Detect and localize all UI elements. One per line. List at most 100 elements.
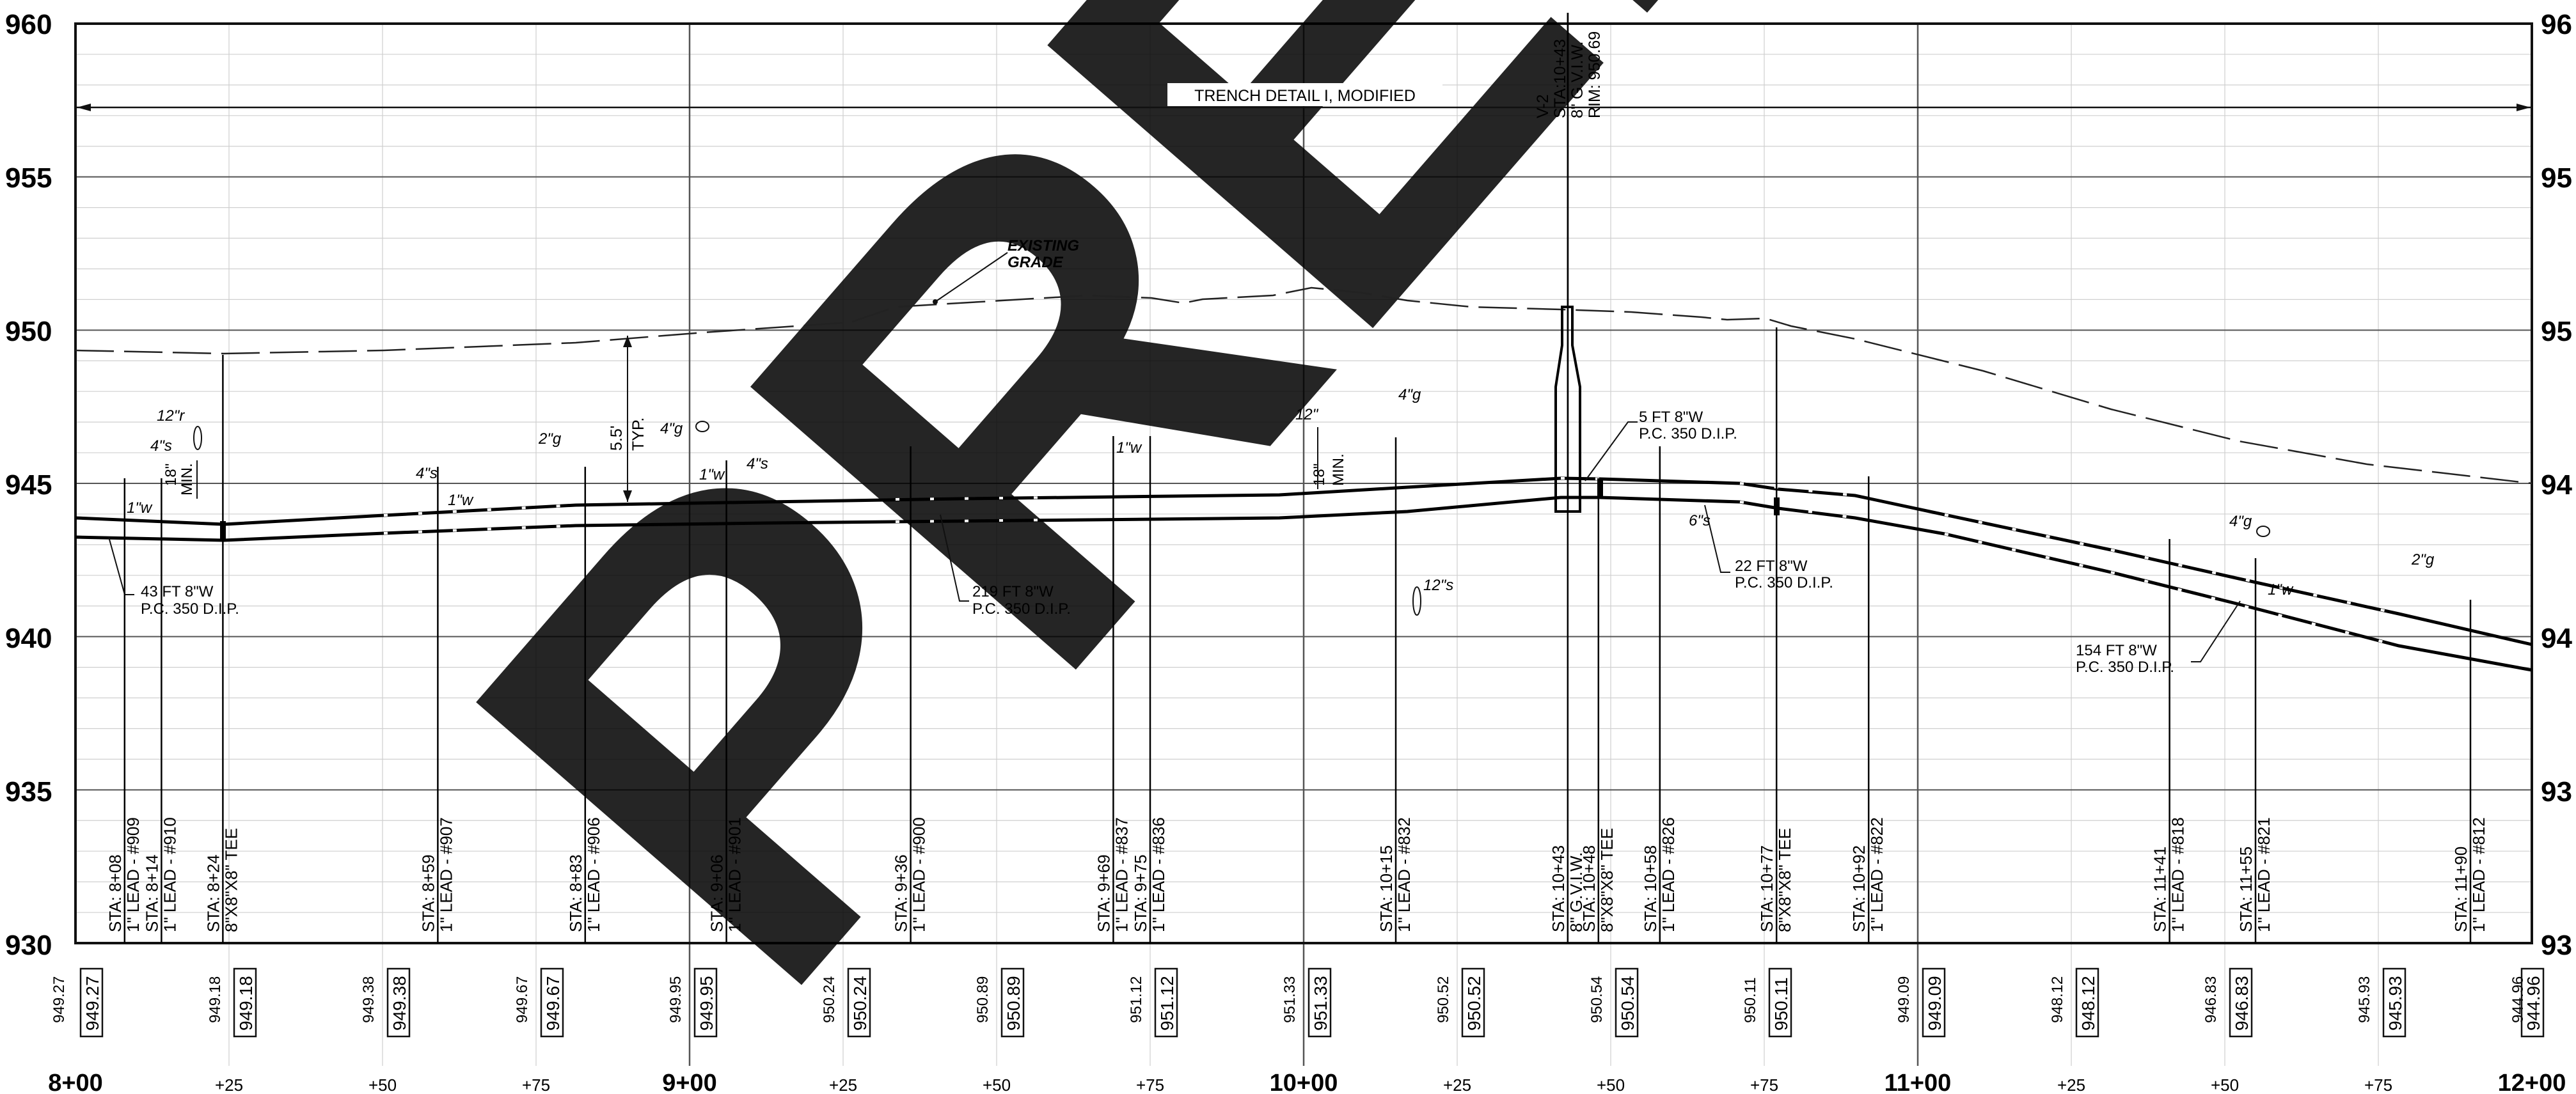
station-label: +50 (983, 1075, 1011, 1094)
proposed-grade-box (2382, 967, 2406, 1038)
existing-grade-value: 948.12 (2049, 976, 2066, 1023)
existing-grade-value: 944.96 (2509, 976, 2527, 1023)
svg-text:4"s: 4"s (150, 437, 172, 455)
service-station-label: STA: 9+69 (1094, 854, 1113, 932)
station-label: +25 (1443, 1075, 1471, 1094)
station-label: +25 (2057, 1075, 2085, 1094)
existing-grade-value: 949.09 (1895, 976, 1913, 1023)
existing-grade-value: 951.33 (1281, 976, 1299, 1023)
proposed-grade-value: 951.12 (1157, 976, 1177, 1031)
proposed-grade-box (1154, 967, 1178, 1038)
svg-text:EXISTING: EXISTING (1007, 237, 1079, 254)
station-label: +50 (1597, 1075, 1625, 1094)
proposed-grade-box (233, 967, 257, 1038)
proposed-grade-box (1461, 967, 1485, 1038)
proposed-grade-box (2520, 967, 2545, 1038)
elev-label: 930 (5, 930, 52, 961)
proposed-grade-value: 950.24 (850, 976, 870, 1031)
service-station-label: STA: 9+36 (892, 854, 911, 932)
elev-label: 950 (5, 316, 52, 347)
station-label: +25 (829, 1075, 857, 1094)
proposed-grade-value: 945.93 (2385, 976, 2405, 1031)
service-desc-label: 1" LEAD - #818 (2169, 817, 2188, 932)
trench-detail-label: TRENCH DETAIL I, MODIFIED (1194, 87, 1416, 105)
svg-text:5 FT 8"W: 5 FT 8"W (1639, 409, 1703, 426)
proposed-grade-box (1308, 967, 1332, 1038)
proposed-grade-box (540, 967, 564, 1038)
service-desc-label: 1" LEAD - #906 (584, 817, 603, 932)
station-label: 12+00 (2498, 1070, 2566, 1094)
existing-grade-line (75, 286, 2533, 485)
svg-text:154 FT 8"W: 154 FT 8"W (2076, 642, 2157, 659)
elev-label: 955 (5, 162, 52, 194)
svg-text:GRADE: GRADE (1007, 254, 1064, 271)
svg-text:22 FT 8"W: 22 FT 8"W (1735, 558, 1808, 575)
service-desc-label: 8"X8"X8" TEE (1775, 828, 1794, 932)
elev-label: 96 (2541, 9, 2572, 40)
proposed-grade-value: 949.27 (83, 976, 102, 1031)
major-gridlines (75, 176, 2532, 791)
svg-text:5.5': 5.5' (608, 425, 626, 451)
elev-label: 93 (2541, 776, 2572, 808)
station-label: +25 (215, 1075, 243, 1094)
service-station-label: STA: 10+92 (1849, 845, 1869, 932)
existing-grade-value: 950.11 (1742, 977, 1759, 1023)
existing-grade-value: 946.83 (2202, 976, 2220, 1023)
svg-text:MIN.: MIN. (178, 463, 196, 496)
svg-text:18": 18" (1311, 464, 1328, 486)
service-station-label: STA: 10+77 (1757, 845, 1776, 932)
station-label: 9+00 (662, 1070, 717, 1094)
cover-depth-dimension: 5.5' TYP. (608, 336, 647, 502)
service-station-label: STA: 8+08 (106, 854, 125, 932)
existing-grade-value: 949.38 (360, 976, 377, 1023)
service-desc-label: 1" LEAD - #909 (123, 817, 143, 932)
elev-label: 95 (2541, 162, 2572, 194)
service-station-label: STA: 11+90 (2451, 847, 2470, 932)
service-desc-label: 1" LEAD - #822 (1867, 817, 1886, 932)
svg-text:6"s: 6"s (1689, 512, 1711, 529)
elev-label: 93 (2541, 930, 2572, 961)
proposed-grade-value: 949.67 (543, 976, 563, 1031)
service-station-label: STA: 8+24 (203, 854, 223, 932)
station-label: 11+00 (1885, 1070, 1952, 1094)
svg-text:4"g: 4"g (1398, 386, 1421, 403)
proposed-grade-box (386, 967, 411, 1038)
svg-text:P.C. 350 D.I.P.: P.C. 350 D.I.P. (2076, 659, 2174, 676)
existing-grade-value: 949.27 (51, 976, 68, 1023)
existing-grade-value: 950.24 (821, 976, 838, 1023)
svg-text:1"w: 1"w (699, 466, 725, 483)
svg-text:RIM: 950.69: RIM: 950.69 (1586, 31, 1604, 118)
service-desc-label: 1" LEAD - #910 (160, 817, 179, 932)
existing-grade-value: 949.95 (667, 976, 684, 1023)
svg-text:2"g: 2"g (2411, 551, 2435, 568)
service-station-label: STA: 8+59 (418, 854, 438, 932)
elev-label: 95 (2541, 316, 2572, 347)
proposed-grade-box (2075, 967, 2099, 1038)
svg-text:P.C. 350 D.I.P.: P.C. 350 D.I.P. (141, 600, 239, 618)
existing-grade-value: 945.93 (2356, 976, 2373, 1023)
proposed-grade-value: 949.95 (697, 976, 716, 1031)
proposed-grade-value: 946.83 (2232, 976, 2252, 1031)
svg-text:1"w: 1"w (2268, 581, 2294, 598)
svg-text:8" G.V.I.W.: 8" G.V.I.W. (1569, 42, 1586, 119)
existing-grade-value: 950.52 (1435, 976, 1452, 1023)
service-station-label: STA: 10+43 (1549, 845, 1568, 932)
proposed-grade-box (1922, 967, 1946, 1038)
proposed-grade-box (1768, 967, 1792, 1038)
proposed-grade-value: 950.54 (1618, 976, 1638, 1031)
service-desc-label: 1" LEAD - #837 (1112, 817, 1131, 932)
proposed-grade-value: 950.89 (1004, 976, 1023, 1031)
station-label: 8+00 (48, 1070, 103, 1094)
service-desc-label: 1" LEAD - #907 (436, 817, 455, 932)
elev-label: 960 (5, 9, 52, 40)
service-desc-label: 1" LEAD - #826 (1659, 817, 1678, 932)
svg-text:4"g: 4"g (660, 420, 683, 437)
valve-label: V-2 STA:10+43 8" G.V.I.W. RIM: 950.69 (1534, 31, 1604, 118)
station-label: +50 (2211, 1075, 2239, 1094)
svg-text:12"s: 12"s (1423, 577, 1453, 594)
service-desc-label: 8"X8"X8" TEE (1597, 828, 1616, 932)
svg-text:TYP.: TYP. (629, 418, 647, 451)
